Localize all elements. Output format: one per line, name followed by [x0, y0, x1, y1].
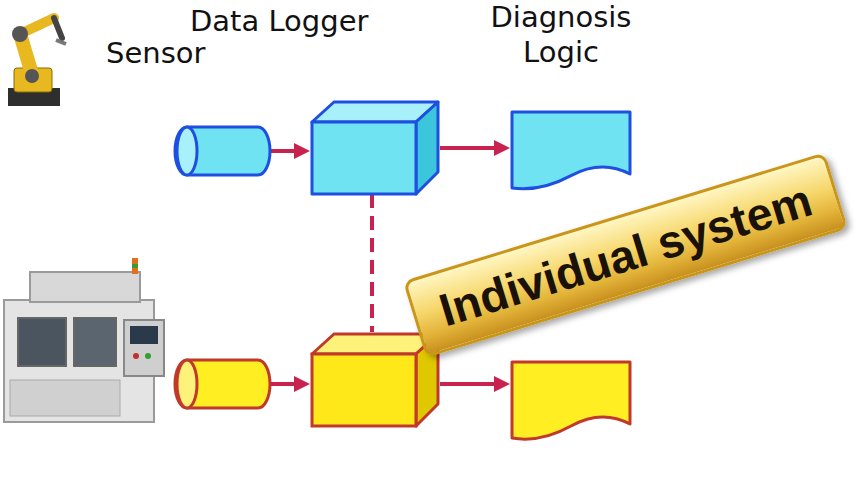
cylinder-end: [177, 127, 197, 175]
document-shape: [512, 112, 630, 189]
individual-system-banner: Individual system: [402, 152, 847, 357]
node-heading: Data Logger: [190, 4, 368, 39]
cube-front: [312, 122, 416, 194]
machine-tool-picture: [4, 258, 164, 422]
sensor-cylinder-outline: [175, 125, 270, 177]
logic-document-yellow: [512, 362, 630, 439]
flow-arrow: [440, 146, 496, 150]
dashed-link: [370, 194, 374, 332]
arrow-head: [494, 140, 510, 156]
diagnosis-document-outline: [510, 110, 632, 192]
robot-arm-picture: [8, 18, 66, 106]
data-logger-cube-outline: [310, 100, 440, 196]
data-logger-cube: Data Logger: [185, 4, 450, 204]
diagnosis-document: Diagnosis Logic: [468, 0, 658, 195]
banner-label: Individual system: [433, 174, 817, 335]
node-heading: Diagnosis Logic: [468, 0, 654, 70]
sensor-cylinder-yellow: [175, 360, 270, 408]
node-heading: Sensor: [106, 36, 205, 71]
yellow-arrows: [270, 376, 510, 392]
cube-side: [416, 102, 438, 194]
sensor-cylinder: Sensor: [100, 36, 280, 181]
flow-arrow: [270, 149, 296, 153]
cylinder-body: [175, 127, 270, 175]
arrow-head: [294, 143, 310, 159]
logger-cube-yellow: [312, 334, 438, 426]
